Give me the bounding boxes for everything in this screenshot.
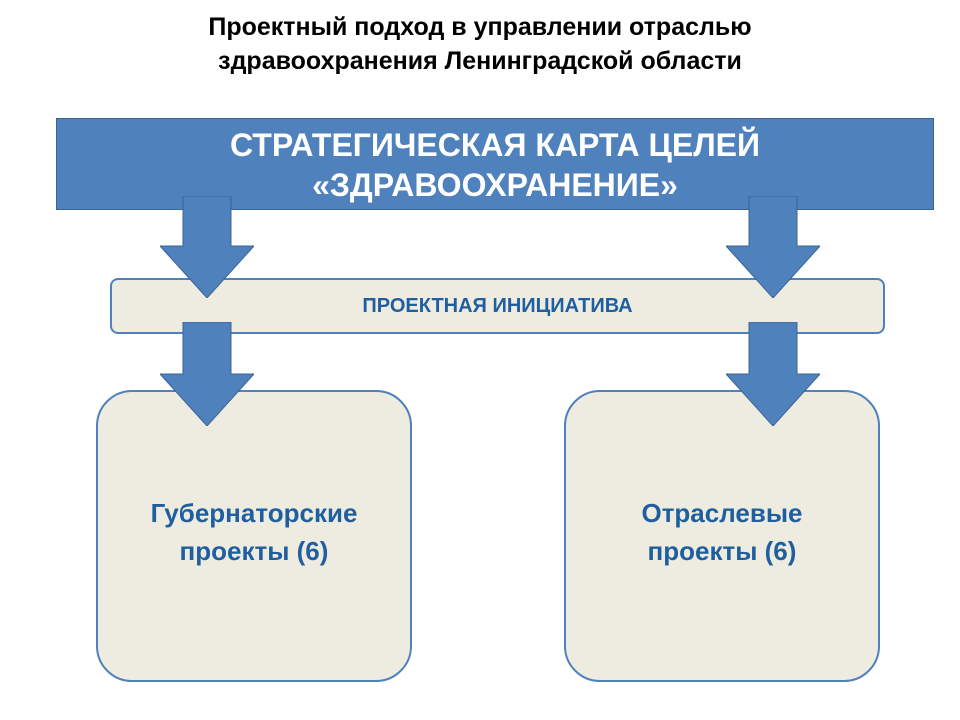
- governor-projects-box: Губернаторские проекты (6): [96, 390, 412, 682]
- governor-projects-line-2: проекты (6): [179, 536, 329, 566]
- down-arrow-icon: [160, 322, 254, 426]
- industry-projects-box: Отраслевые проекты (6): [564, 390, 880, 682]
- governor-projects-line-1: Губернаторские: [150, 498, 358, 528]
- industry-projects-line-2: проекты (6): [647, 536, 797, 566]
- project-initiative-label: ПРОЕКТНАЯ ИНИЦИАТИВА: [362, 295, 633, 317]
- down-arrow-icon: [726, 322, 820, 426]
- strategy-map-line-2: «ЗДРАВООХРАНЕНИЕ»: [312, 167, 678, 203]
- slide-title: Проектный подход в управлении отраслью з…: [0, 10, 960, 78]
- strategy-map-line-1: СТРАТЕГИЧЕСКАЯ КАРТА ЦЕЛЕЙ: [229, 127, 760, 163]
- slide-title-line-2: здравоохранения Ленинградской области: [218, 47, 742, 75]
- industry-projects-label: Отраслевые проекты (6): [641, 494, 802, 570]
- strategy-map-box: СТРАТЕГИЧЕСКАЯ КАРТА ЦЕЛЕЙ «ЗДРАВООХРАНЕ…: [56, 118, 934, 210]
- slide-title-line-1: Проектный подход в управлении отраслью: [208, 13, 752, 41]
- governor-projects-label: Губернаторские проекты (6): [151, 494, 358, 570]
- down-arrow-icon: [160, 196, 254, 298]
- industry-projects-line-1: Отраслевые: [641, 498, 803, 528]
- down-arrow-icon: [726, 196, 820, 298]
